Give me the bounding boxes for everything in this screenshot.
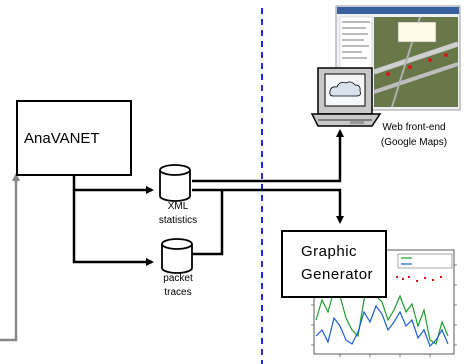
connector-xml-graphic <box>192 188 344 224</box>
incoming-arrow <box>0 173 20 342</box>
anavanet-box: AnaVANET <box>16 100 132 176</box>
xml-statistics-label: XML statistics <box>158 201 198 226</box>
cloud-icon <box>329 81 361 97</box>
database-icon <box>161 238 193 274</box>
connector-packet-graphic <box>192 190 224 256</box>
database-icon <box>159 164 191 202</box>
connector-anavanet-packet <box>72 190 154 266</box>
packet-traces-label: packet traces <box>163 273 193 298</box>
graphic-generator-label: Graphic Generator <box>301 243 374 283</box>
web-frontend-label: Web front-end (Google Maps) <box>380 122 448 148</box>
computer-icon <box>310 67 382 127</box>
connector-anavanet-xml <box>72 176 154 194</box>
graphic-generator-box: Graphic Generator <box>281 230 387 298</box>
web-frontend-screenshot <box>335 5 461 111</box>
anavanet-label: AnaVANET <box>24 130 100 147</box>
connector-xml-web <box>192 129 344 183</box>
